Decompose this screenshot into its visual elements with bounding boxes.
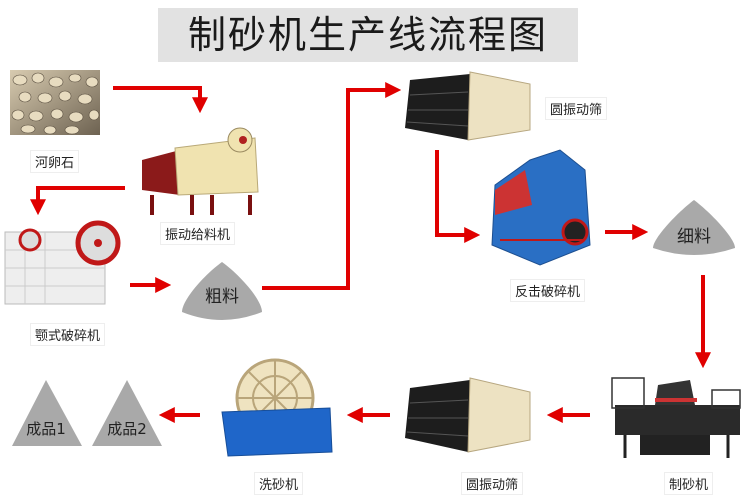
pebbles-image	[10, 70, 100, 135]
vibrating-feeder-image	[142, 127, 259, 215]
washer-label: 洗砂机	[254, 472, 304, 495]
coarse-label: 粗料	[205, 287, 239, 307]
arrow-pebbles-to-feeder	[113, 86, 208, 114]
sand-maker-label: 制砂机	[664, 472, 714, 495]
fine-label: 细料	[677, 227, 711, 247]
page-title: 制砂机生产线流程图	[158, 8, 578, 62]
jaw-crusher-label: 颚式破碎机	[30, 323, 106, 346]
vibrating-screen-top-image	[405, 71, 531, 141]
jaw-crusher-image	[4, 220, 121, 305]
impact-crusher-image	[491, 149, 591, 266]
product1-pile: 成品1	[12, 380, 82, 446]
sand-washer-image	[221, 358, 333, 457]
sand-maker-image	[611, 377, 741, 458]
vibrating-screen-bottom-image	[405, 377, 531, 453]
fine-pile: 细料	[653, 200, 735, 255]
product1-label: 成品1	[26, 420, 66, 438]
impact-crusher-label: 反击破碎机	[510, 279, 586, 302]
feeder-label: 振动给料机	[160, 222, 236, 245]
arrow-coarse-to-screen	[262, 82, 402, 290]
coarse-pile: 粗料	[182, 262, 262, 320]
product2-label: 成品2	[107, 420, 147, 438]
screen-top-label: 圆振动筛	[545, 97, 608, 120]
pebbles-label: 河卵石	[30, 150, 80, 173]
screen-bottom-label: 圆振动筛	[461, 472, 524, 495]
arrow-feeder-to-jaw	[30, 186, 125, 216]
arrow-screen-to-impact	[435, 150, 481, 243]
product2-pile: 成品2	[92, 380, 162, 446]
